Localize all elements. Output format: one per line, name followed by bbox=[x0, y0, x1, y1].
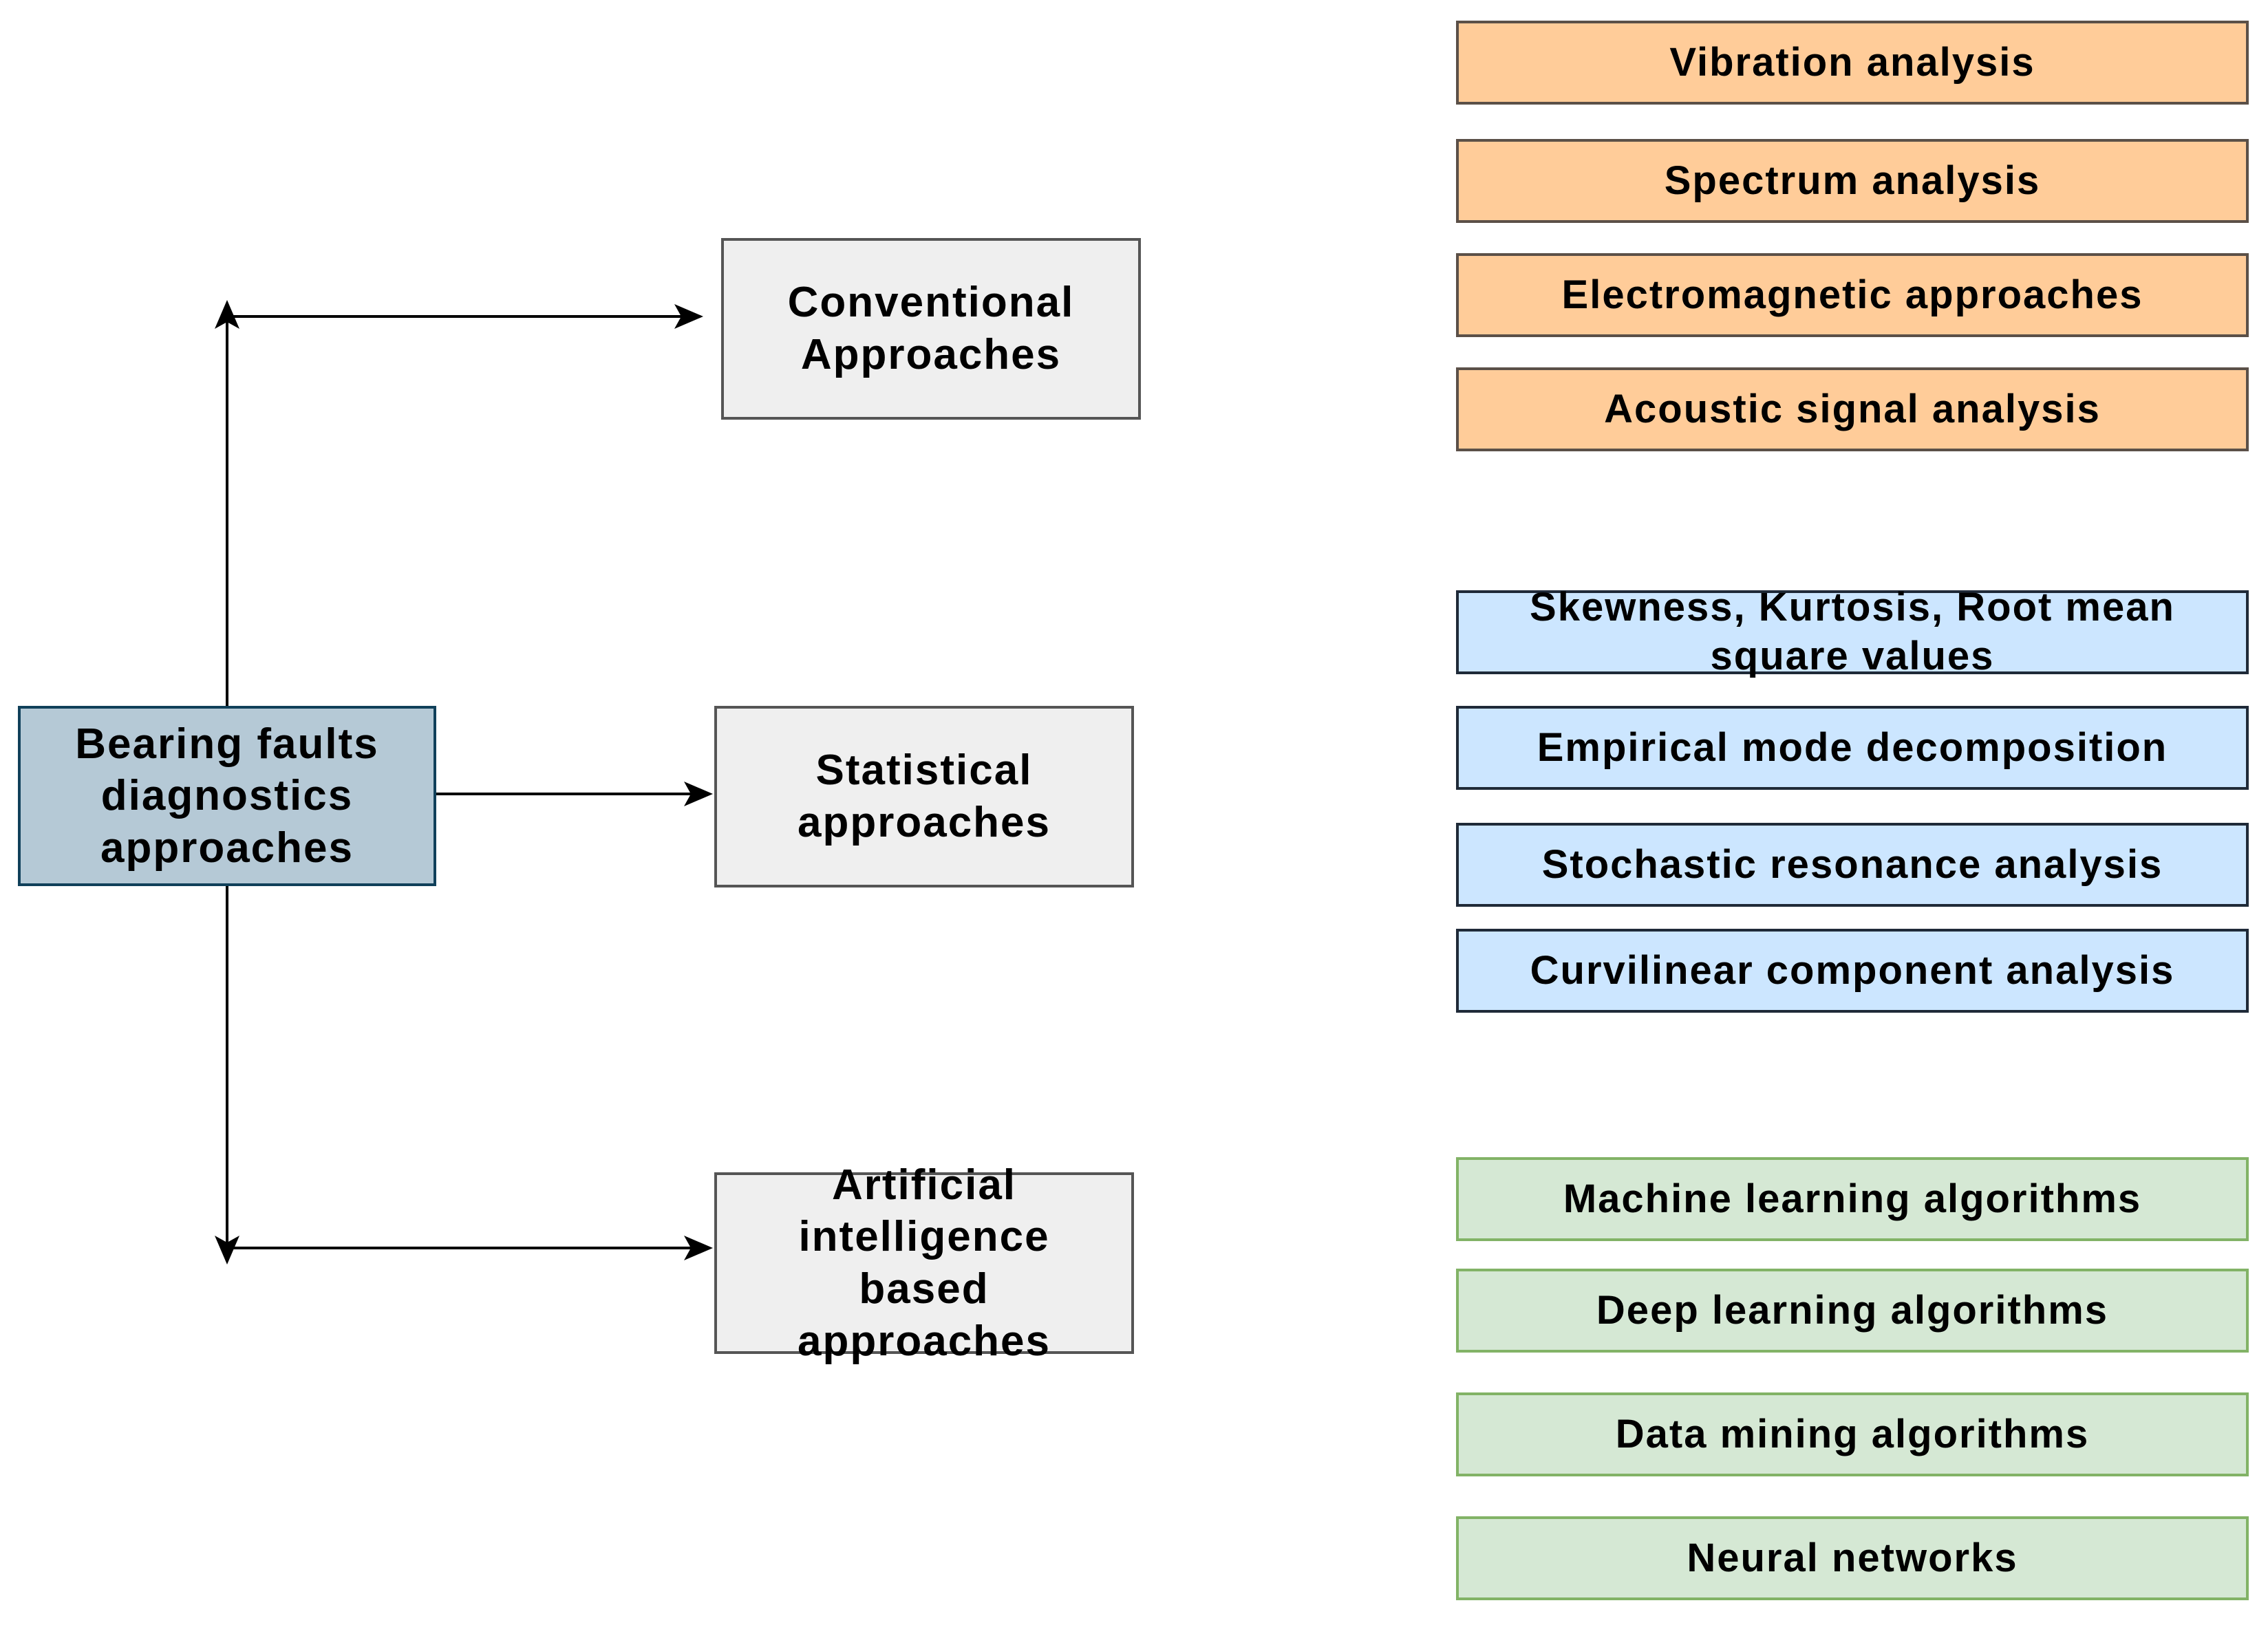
category-conventional-label: Conventional Approaches bbox=[787, 279, 1075, 378]
item-label: Deep learning algorithms bbox=[1596, 1287, 2109, 1333]
item-label: Empirical mode decomposition bbox=[1537, 724, 2168, 770]
item-label: Curvilinear component analysis bbox=[1530, 947, 2175, 993]
root-node-label: Bearing faults diagnostics approaches bbox=[75, 720, 379, 872]
item-stochastic-resonance-analysis: Stochastic resonance analysis bbox=[1456, 823, 2249, 907]
item-label: Vibration analysis bbox=[1669, 39, 2035, 85]
item-vibration-analysis: Vibration analysis bbox=[1456, 21, 2249, 105]
branch-ai-arrowhead bbox=[684, 1236, 713, 1260]
trunk-up-arrowhead bbox=[215, 300, 239, 329]
item-label: Machine learning algorithms bbox=[1563, 1176, 2142, 1221]
item-label: Acoustic signal analysis bbox=[1604, 386, 2101, 431]
item-label: Electromagnetic approaches bbox=[1561, 272, 2143, 317]
item-label: Skewness, Kurtosis, Root mean square val… bbox=[1530, 585, 2175, 678]
root-node-bearing-faults: Bearing faults diagnostics approaches bbox=[18, 706, 436, 886]
branch-conventional-arrowhead bbox=[674, 304, 703, 329]
category-statistical: Statistical approaches bbox=[714, 706, 1134, 887]
item-label: Stochastic resonance analysis bbox=[1541, 841, 2163, 887]
category-artificial-intelligence: Artificial intelligence based approaches bbox=[714, 1161, 1134, 1365]
item-machine-learning-algorithms: Machine learning algorithms bbox=[1456, 1157, 2249, 1241]
item-data-mining-algorithms: Data mining algorithms bbox=[1456, 1392, 2249, 1476]
category-conventional: Conventional Approaches bbox=[721, 238, 1141, 420]
item-acoustic-signal-analysis: Acoustic signal analysis bbox=[1456, 367, 2249, 451]
item-label: Data mining algorithms bbox=[1615, 1411, 2090, 1456]
branch-statistical-arrowhead bbox=[684, 782, 713, 806]
item-empirical-mode-decomposition: Empirical mode decomposition bbox=[1456, 706, 2249, 790]
item-spectrum-analysis: Spectrum analysis bbox=[1456, 139, 2249, 223]
item-electromagnetic-approaches: Electromagnetic approaches bbox=[1456, 253, 2249, 337]
item-deep-learning-algorithms: Deep learning algorithms bbox=[1456, 1269, 2249, 1353]
item-neural-networks: Neural networks bbox=[1456, 1516, 2249, 1600]
item-skewness-kurtosis-rms: Skewness, Kurtosis, Root mean square val… bbox=[1456, 585, 2249, 678]
category-ai-label: Artificial intelligence based approaches bbox=[797, 1161, 1051, 1365]
item-curvilinear-component-analysis: Curvilinear component analysis bbox=[1456, 929, 2249, 1013]
category-statistical-label: Statistical approaches bbox=[797, 746, 1051, 846]
item-label: Spectrum analysis bbox=[1664, 158, 2041, 203]
trunk-down-arrowhead bbox=[215, 1236, 239, 1265]
item-label: Neural networks bbox=[1687, 1535, 2018, 1580]
